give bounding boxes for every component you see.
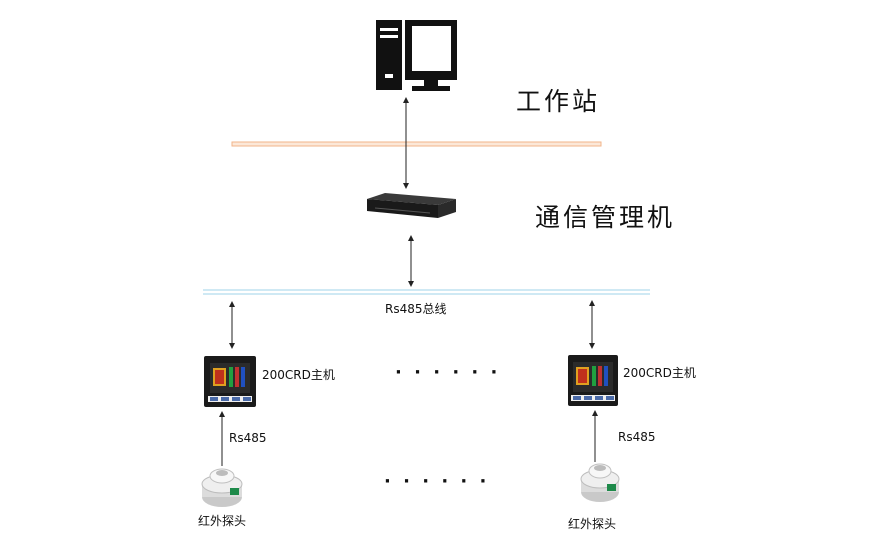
link-left-label: Rs485 <box>229 431 267 445</box>
bus-label: Rs485总线 <box>385 302 447 316</box>
rack-server-icon <box>367 193 456 218</box>
infrared-probe-icon <box>201 468 243 507</box>
host-left-label: 200CRD主机 <box>262 368 335 382</box>
workstation-label: 工作站 <box>516 87 601 116</box>
ethernet-line <box>231 141 602 147</box>
desktop-computer-icon <box>376 20 457 91</box>
controller-unit-icon <box>204 356 256 407</box>
rs485-bus-line <box>203 289 650 295</box>
comm-manager-label: 通信管理机 <box>535 203 676 232</box>
host-ellipsis: · · · · · · <box>395 362 501 383</box>
probe-left-label: 红外探头 <box>198 514 247 528</box>
host-right-label: 200CRD主机 <box>623 366 696 380</box>
link-right-label: Rs485 <box>618 430 656 444</box>
probe-right-label: 红外探头 <box>568 517 617 531</box>
probe-ellipsis: · · · · · · <box>384 471 490 492</box>
infrared-probe-icon <box>580 463 620 502</box>
controller-unit-icon <box>568 355 618 406</box>
